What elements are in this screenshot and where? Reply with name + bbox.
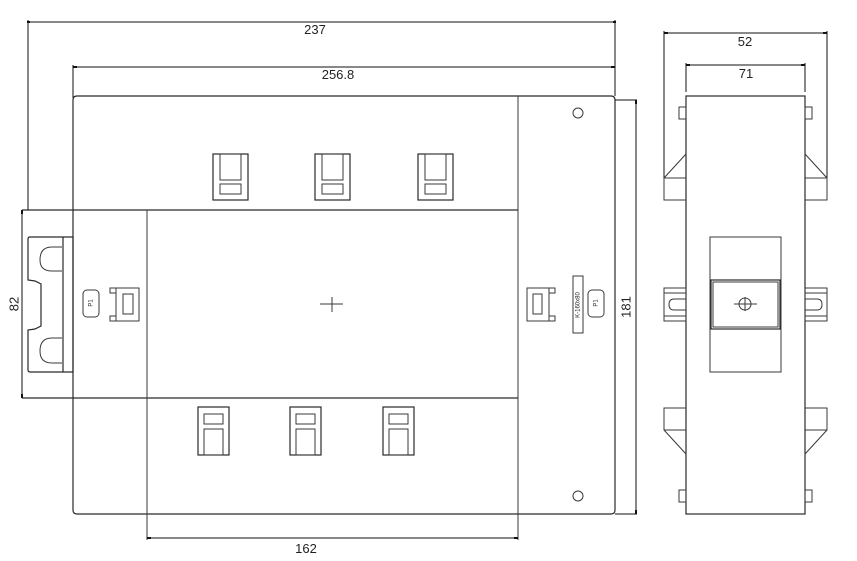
side-bracket-upper [663,153,828,201]
dimension-label-162: 162 [295,541,317,556]
dimension-bottom-width: 162 [147,537,518,556]
left-terminal-label: P1 [82,289,100,318]
center-crosshair-icon [320,297,343,312]
dimension-label-71: 71 [739,66,753,81]
model-label: K-160x80 [572,275,584,334]
side-bracket-lower [663,407,828,455]
side-tab-bottom-right [804,489,813,503]
dimension-label-82: 82 [6,297,21,311]
side-tab-bottom-left [678,489,687,503]
svg-text:P1: P1 [594,299,600,307]
front-view: 237 256.8 [6,20,637,556]
dimension-side-outer: 52 [663,31,828,178]
main-body-outline [72,95,616,515]
dimension-top-outer: 237 [27,20,616,210]
side-clip-right [804,287,828,322]
dimension-label-52: 52 [738,34,752,49]
left-connector [109,287,140,322]
dimension-right-height: 181 [615,99,637,515]
terminal-bottom-1 [197,406,230,456]
dimension-side-body: 71 [685,63,806,92]
terminal-bottom-3 [382,406,415,456]
left-din-clip [27,236,74,373]
dimension-label-237: 237 [304,22,326,37]
side-tab-top-left [678,106,687,120]
side-view: 52 71 [663,31,828,515]
terminal-top-1 [212,153,249,201]
dimension-left-height: 82 [6,210,23,398]
side-terminal-block [709,236,782,373]
terminal-top-2 [314,153,351,201]
dimension-top-inner: 256.8 [72,65,615,98]
svg-text:K-160x80: K-160x80 [576,291,582,317]
dimension-label-256-8: 256.8 [322,67,355,82]
top-terminals [212,153,454,201]
dimension-label-181: 181 [618,296,633,318]
right-terminal-label: P1 [587,289,605,318]
right-connector [526,287,556,322]
side-clip-left [663,287,687,322]
mounting-hole-top [572,107,584,119]
mounting-hole-bottom [572,490,584,502]
terminal-bottom-2 [289,406,322,456]
bottom-terminals [197,406,415,456]
screw-icon [734,297,757,311]
svg-text:P1: P1 [89,299,95,307]
side-tab-top-right [804,106,813,120]
terminal-top-3 [417,153,454,201]
